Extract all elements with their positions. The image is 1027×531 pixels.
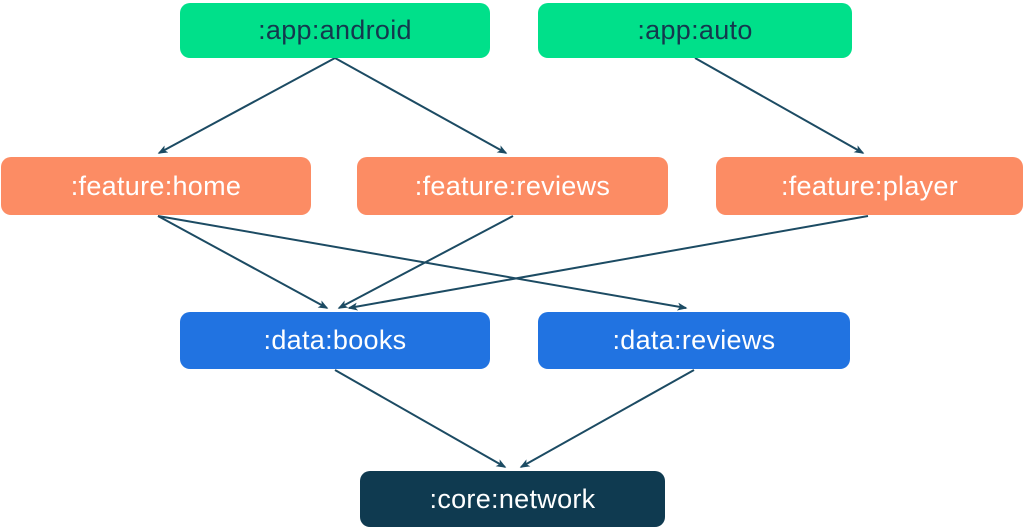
- node-core-network: :core:network: [360, 471, 665, 527]
- edge-feature-home-to-data-reviews: [157, 215, 688, 311]
- edge-app-android-to-feature-reviews: [334, 57, 508, 154]
- node-data-books: :data:books: [180, 312, 490, 369]
- node-feature-home: :feature:home: [1, 157, 311, 215]
- node-app-auto: :app:auto: [538, 3, 852, 58]
- edge-feature-reviews-to-data-books: [337, 215, 514, 309]
- edge-app-auto-to-feature-player: [694, 57, 865, 154]
- edge-app-android-to-feature-home: [157, 57, 336, 154]
- node-app-android: :app:android: [180, 3, 490, 58]
- edge-data-books-to-core-network: [334, 369, 507, 468]
- edge-feature-home-to-data-books: [157, 215, 329, 309]
- edge-data-reviews-to-core-network: [519, 369, 695, 468]
- node-feature-reviews: :feature:reviews: [357, 157, 668, 215]
- node-data-reviews: :data:reviews: [538, 312, 850, 369]
- node-feature-player: :feature:player: [716, 157, 1023, 215]
- edge-lines: [157, 57, 869, 468]
- edge-feature-player-to-data-books: [347, 215, 869, 311]
